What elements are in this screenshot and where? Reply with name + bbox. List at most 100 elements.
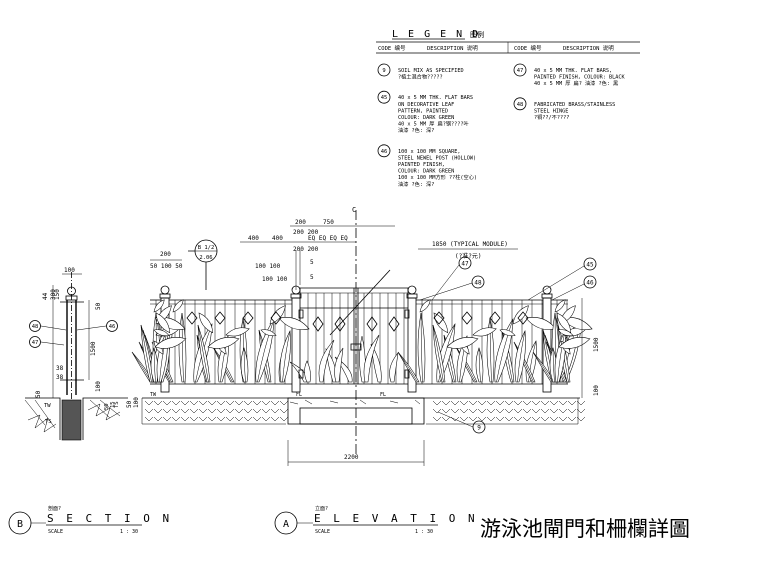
callout-45-circle <box>583 257 597 271</box>
legend-col-code-right: CODE 编号 <box>514 44 542 52</box>
leaf-vein <box>181 312 184 383</box>
dim-5a: 5 <box>310 259 314 266</box>
dim-200-200: 200 200 <box>293 229 319 236</box>
decorative-leaf-small <box>472 327 497 337</box>
ground-hatch-mark <box>198 400 208 422</box>
legend-description-line: 40 x 5 MM THK. FLAT BARS <box>398 95 473 101</box>
section-dim-38b: 38 <box>56 374 64 381</box>
legend-description-line: 40 x 5 MM THK. FLAT BARS, <box>534 68 612 74</box>
leaf-vein <box>420 312 423 383</box>
gate-leaf <box>318 339 335 383</box>
section-dim-150: 150 <box>54 289 61 300</box>
gate-hinge <box>404 369 410 379</box>
decorative-leaf-small <box>154 337 187 349</box>
section-dim-100-top: 100 <box>64 267 75 274</box>
ground-hatch-mark <box>234 400 244 422</box>
ground-hatch-mark <box>459 400 469 422</box>
post-cap <box>159 293 171 299</box>
ground-hatch-mark <box>468 400 478 422</box>
leader-47 <box>431 264 460 301</box>
post-finial <box>407 285 417 295</box>
leaf-vein <box>438 323 456 383</box>
section-callout-46-circle <box>106 320 118 332</box>
callout-46: 46 <box>586 280 594 287</box>
callout-9: 9 <box>477 425 481 432</box>
leaf-vein <box>552 347 555 383</box>
leaf-vein <box>496 318 514 383</box>
legend-code: 47 <box>517 68 524 74</box>
legend-description-line: 油漆 ?色: 深? <box>398 180 434 188</box>
legend-description-line: FABRICATED BRASS/STAINLESS <box>534 102 615 108</box>
leaf-vein <box>455 346 476 383</box>
callout-46-circle <box>583 275 597 289</box>
section-callout-48-circle <box>29 320 41 332</box>
post-cap <box>406 293 418 299</box>
section-dim-15: 15 <box>110 401 116 408</box>
section-scale: 1 : 30 <box>120 529 138 535</box>
leaf-vein <box>432 324 444 383</box>
gate-leaf <box>389 352 399 383</box>
elevation-scale-label: SCALE <box>315 529 330 535</box>
leaf-vein <box>513 341 534 383</box>
legend-description-line: SOIL MIX AS SPECIFIED <box>398 68 464 74</box>
decorative-leaf-small <box>278 317 310 330</box>
elevation-fence <box>131 285 593 393</box>
gate-hinge <box>298 369 304 379</box>
dim-5b: 5 <box>310 274 314 281</box>
leaf-vein <box>243 347 246 383</box>
section-leader-48 <box>40 325 67 331</box>
leaf-vein <box>282 330 291 383</box>
section-view: 300 44 150 100 1500 50 100 38 38 50 TW T… <box>24 267 128 441</box>
legend-description-line: ?铜??/不???? <box>534 113 569 121</box>
legend-code: 46 <box>381 149 388 155</box>
post-finial <box>160 285 170 295</box>
leader-45 <box>527 265 585 301</box>
ground-hatch-mark <box>270 400 280 422</box>
leader-9 <box>437 411 474 428</box>
decorative-leaf-small <box>499 329 516 337</box>
section-leader-46 <box>76 325 107 331</box>
ground-hatch-mark <box>144 400 154 422</box>
ground-hatch-mark <box>252 400 262 422</box>
ground-hatch-mark <box>153 400 163 422</box>
gate-hinge <box>298 309 304 319</box>
decorative-leaf-small <box>556 312 572 334</box>
leaf-vein <box>197 324 209 383</box>
elevation-view: 200 750 400 400 EQ EQ EQ EQ 200 200 200 … <box>126 206 600 466</box>
elevation-footing-stipple <box>289 399 421 405</box>
decorative-leaf-small <box>561 317 593 330</box>
ground-hatch-mark <box>477 400 487 422</box>
legend-description-line: ON DECORATIVE LEAF <box>398 102 454 108</box>
section-callout-48: 48 <box>32 324 39 330</box>
gate-leaf <box>370 343 382 383</box>
ground-hatch-mark <box>558 400 568 422</box>
elev-dim-100: 100 <box>133 397 140 408</box>
dim-1850: 1850 (TYPICAL MODULE) <box>432 241 508 248</box>
diamond-ornament <box>489 311 501 325</box>
decorative-leaf-small <box>557 329 574 337</box>
elevation-title-block: A 立面? E L E V A T I O N SCALE 1 : 30 <box>274 505 475 535</box>
diamond-ornament <box>242 311 254 325</box>
gate-swing-line <box>329 269 391 336</box>
legend-description-line: ?植土混合物????? <box>398 73 443 81</box>
decorative-leaf-small <box>419 299 431 313</box>
section-dim-50-left: 50 <box>35 390 42 398</box>
diamond-ornament <box>461 311 473 325</box>
dim-eq: EQ EQ EQ EQ <box>308 235 348 242</box>
dim-750: 750 <box>323 219 334 226</box>
legend-description-line: PAINTED FINISH, <box>398 162 445 168</box>
leaf-vein <box>153 347 156 383</box>
legend-code-circle <box>377 144 391 158</box>
section-footing <box>61 399 82 441</box>
ground-hatch-mark <box>504 400 514 422</box>
elev-fl-label: FL <box>296 392 302 398</box>
ground-hatch-mark <box>540 400 550 422</box>
ground-hatch-mark <box>576 400 586 422</box>
ground-hatch-mark <box>171 400 181 422</box>
leaf-vein <box>489 317 492 383</box>
legend-title: L E G E N D <box>392 29 480 40</box>
callout-48: 48 <box>474 280 482 287</box>
decorative-leaf-small <box>153 299 165 313</box>
section-tw-label: TW <box>44 403 51 409</box>
ground-hatch-mark <box>486 400 496 422</box>
